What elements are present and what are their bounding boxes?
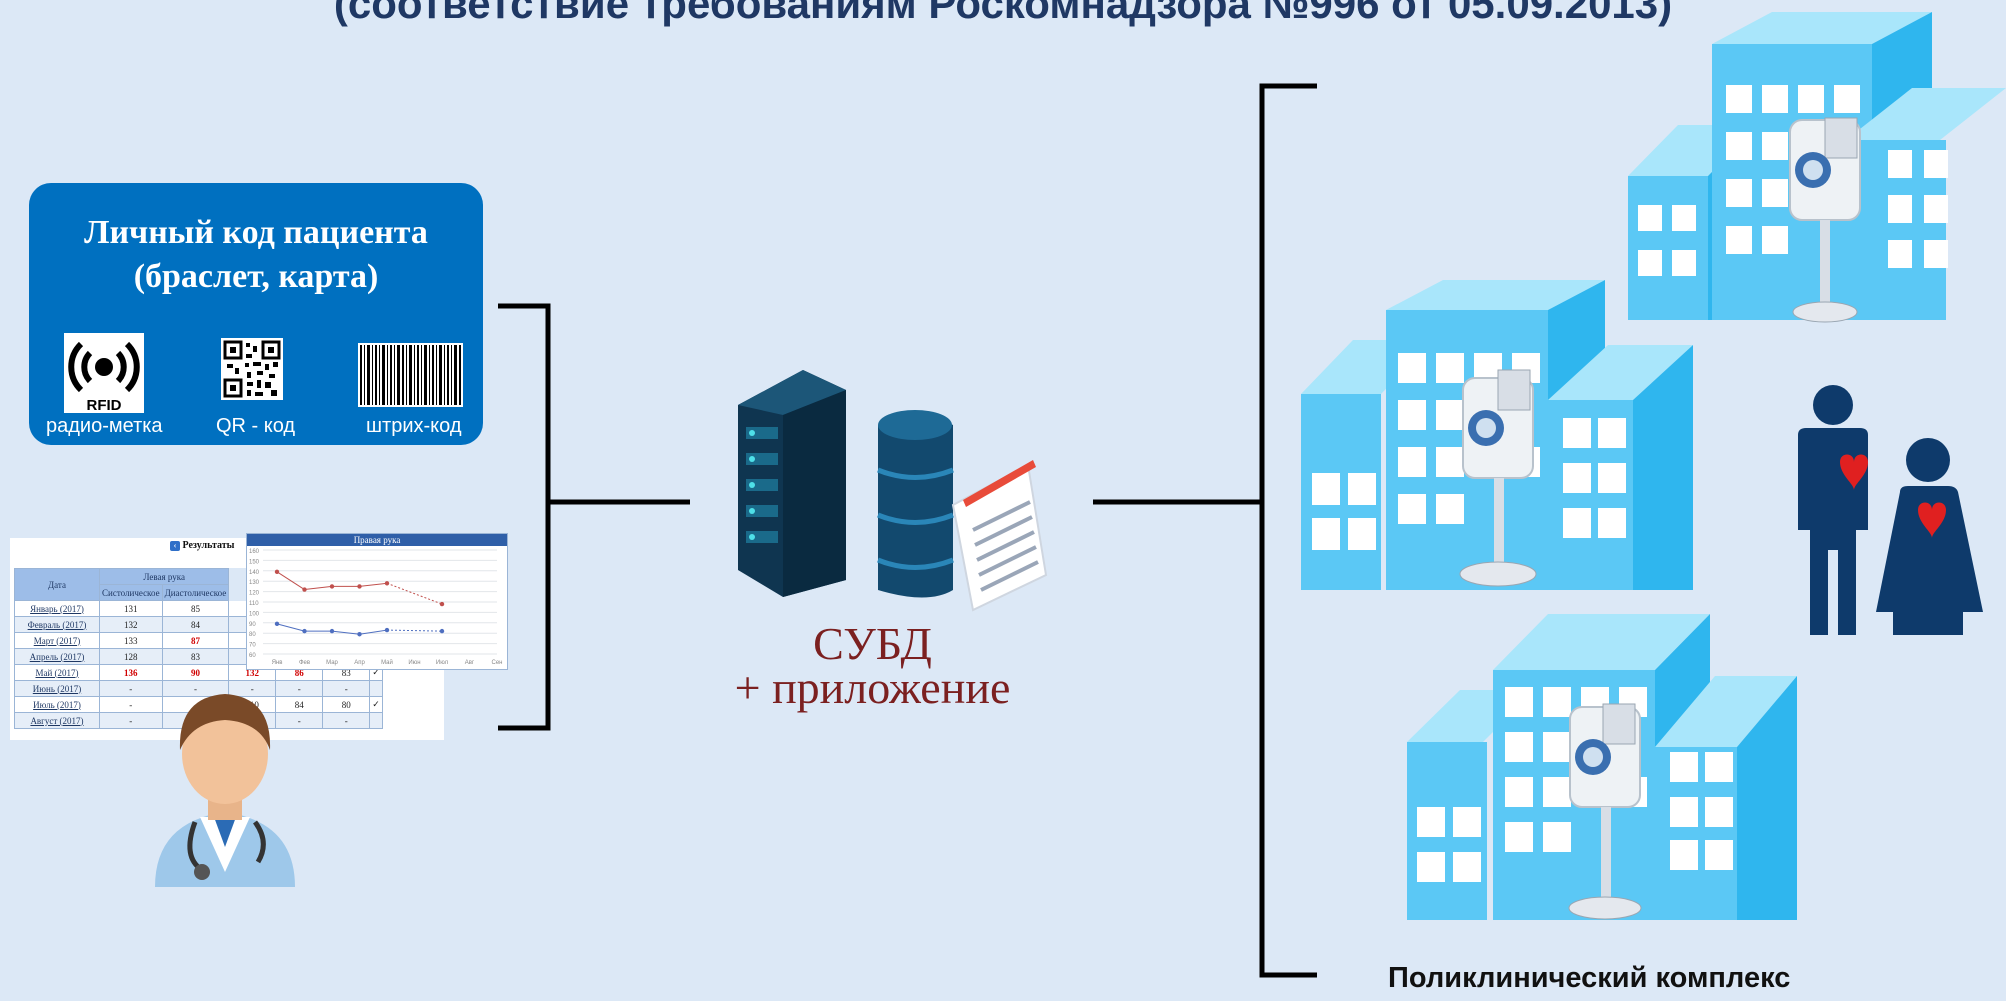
x-tick-label: Май: [381, 659, 393, 666]
data-point: [329, 628, 335, 634]
data-point: [384, 581, 390, 586]
back-icon: ‹: [170, 541, 180, 551]
data-point: [357, 584, 362, 589]
y-tick-label: 120: [249, 591, 260, 597]
polyclinic-complex-label: Поликлинический комплекс: [1388, 962, 1791, 994]
report-title-text: Результаты: [182, 540, 235, 551]
row-right-pulse: -: [322, 712, 371, 729]
data-point: [302, 628, 307, 634]
data-point: [329, 584, 335, 589]
qr-code-label: QR - код: [216, 415, 296, 437]
data-point: [357, 632, 362, 637]
report-title: ‹ Результаты: [170, 540, 235, 551]
patient-code-card: Личный код пациента (браслет, карта) RFI…: [29, 183, 483, 445]
row-date[interactable]: Июнь (2017): [14, 680, 100, 697]
series-line-1: [359, 629, 388, 635]
left-bracket: [498, 303, 551, 731]
y-tick-label: 60: [249, 653, 256, 659]
bp-monitor-icon: [1789, 117, 1861, 323]
y-tick-label: 140: [249, 570, 260, 576]
x-tick-label: Апр: [354, 660, 365, 666]
data-point: [302, 587, 307, 592]
data-point: [274, 621, 280, 627]
series-line-0: [359, 582, 388, 587]
row-check-icon: [369, 680, 383, 697]
bp-chart-panel: Правая рука 160 150 140 130 120 110 100 90 80 70 6…: [246, 533, 508, 670]
doctor-icon: [155, 694, 295, 887]
x-tick-label: Авг: [465, 660, 475, 666]
card-title-line1: Личный код пациента: [84, 214, 428, 251]
x-tick-label: Сен: [492, 660, 503, 666]
barcode-label: штрих-код: [366, 415, 462, 437]
patients-icon: [1798, 385, 1983, 635]
barcode-icon: [358, 343, 463, 407]
bp-monitor-icon: [1568, 703, 1642, 920]
row-diastolic: 84: [161, 616, 230, 633]
y-tick-label: 160: [249, 549, 260, 555]
row-systolic: -: [99, 712, 163, 729]
series-line-0: [276, 571, 305, 590]
row-diastolic: -: [161, 680, 230, 697]
bp-monitor-icon: [1459, 369, 1537, 587]
x-tick-label: Июл: [436, 660, 449, 666]
x-tick-label: Фев: [299, 660, 310, 666]
row-right-sys: -: [228, 680, 277, 697]
page-title: (соответствие требованиям Роскомнадзора …: [333, 0, 1673, 27]
y-tick-label: 70: [249, 643, 256, 649]
row-right-pulse: -: [322, 680, 371, 697]
col-date-header: Дата: [14, 568, 100, 601]
x-tick-label: Июн: [408, 660, 420, 666]
y-tick-label: 150: [249, 559, 260, 565]
series-line-0: [304, 585, 333, 591]
series-line-0: [386, 582, 443, 605]
series-line-1: [276, 623, 305, 632]
y-tick-label: 130: [249, 580, 260, 586]
chart-title: Правая рука: [247, 534, 507, 546]
clinic-building-icon: [1407, 614, 1797, 920]
col-diastolic-header: Диастолическое: [161, 584, 230, 601]
data-point: [439, 601, 445, 607]
clinic-building-icon: [1301, 280, 1693, 590]
row-date[interactable]: Август (2017): [14, 712, 100, 729]
rfid-label: радио-метка: [46, 415, 163, 437]
y-tick-label: 110: [249, 601, 259, 607]
series-line-1: [386, 629, 443, 632]
x-tick-label: Мар: [326, 660, 338, 666]
data-point: [439, 628, 445, 634]
dbms-label: СУБД + приложение: [700, 618, 1045, 713]
row-check-icon: [369, 712, 383, 729]
y-tick-label: 100: [249, 611, 260, 617]
data-point: [384, 627, 390, 633]
dbms-label-line1: СУБД: [813, 618, 932, 669]
rfid-icon: RFID: [64, 333, 144, 414]
row-date[interactable]: Февраль (2017): [14, 616, 100, 633]
server-database-icon: [738, 370, 1048, 612]
data-point: [274, 569, 280, 575]
col-left-arm-header: Левая рука: [98, 568, 230, 585]
right-bracket: [1259, 83, 1317, 978]
x-tick-label: Янв: [272, 660, 283, 666]
y-tick-label: 80: [249, 632, 256, 638]
qr-code-icon: [221, 338, 283, 400]
card-title-line2: (браслет, карта): [133, 258, 379, 295]
y-tick-label: 90: [249, 622, 256, 628]
rfid-text: RFID: [87, 397, 122, 413]
clinic-building-icon: [1628, 12, 2006, 323]
series-line-1: [331, 630, 360, 635]
row-right-dia: -: [275, 712, 324, 729]
card-title: Личный код пациента (браслет, карта): [29, 211, 483, 299]
dbms-label-line2: + приложение: [734, 662, 1011, 713]
row-date[interactable]: Апрель (2017): [14, 648, 100, 665]
